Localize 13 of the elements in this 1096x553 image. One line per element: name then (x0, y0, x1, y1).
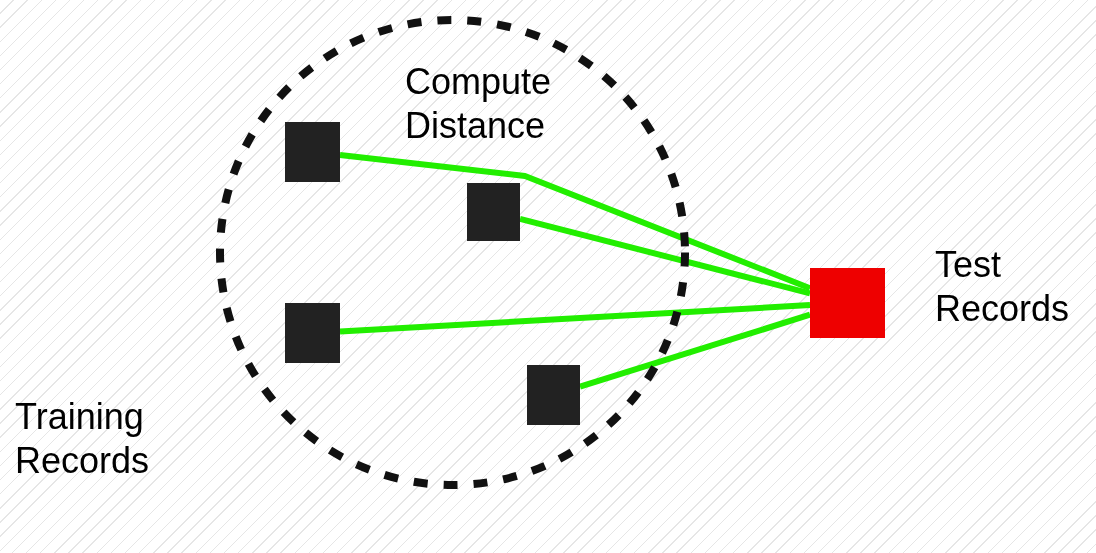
node-caption: Training Records (15, 395, 151, 483)
connector-line (339, 152, 812, 292)
connector-line (339, 302, 811, 335)
training-record-square (285, 303, 340, 363)
text-label: Compute Distance (405, 60, 553, 148)
training-record-square (527, 365, 580, 425)
dashed-circle (215, 15, 690, 490)
test-record-square (810, 268, 885, 338)
training-record-square (285, 122, 340, 182)
training-record-square (467, 183, 520, 241)
connector-line (519, 215, 811, 297)
node-caption: Test Records (935, 243, 1071, 331)
connector-line (579, 311, 811, 390)
